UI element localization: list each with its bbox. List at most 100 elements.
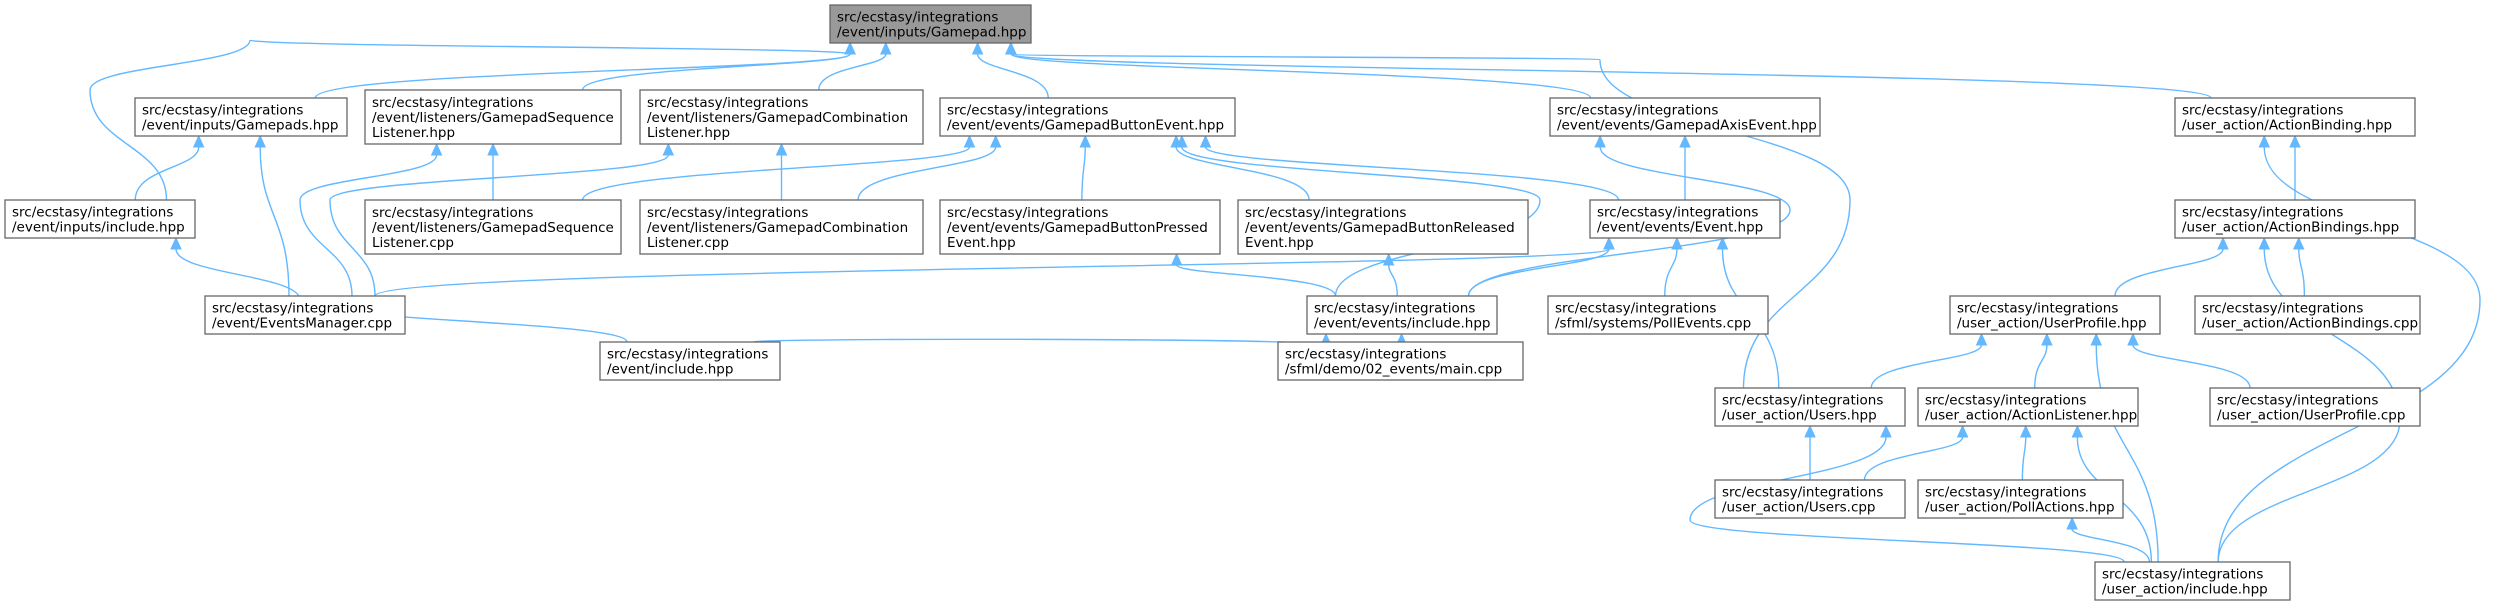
node-box [1714,479,1906,519]
node-label-line: src/ecstasy/integrations [2102,567,2263,583]
edge-axis-event-hpp-to-gamepad-hpp [1010,53,1592,99]
node-label-line: /event/inputs/Gamepad.hpp [837,25,1026,41]
node-action-binding-hpp[interactable]: src/ecstasy/integrations/user_action/Act… [2174,97,2416,137]
edge-action-listener-hpp-to-user-profile-hpp [2034,344,2048,389]
edge-user-action-include-hpp-to-poll-actions-hpp [2071,528,2151,563]
node-label-line: /user_action/ActionBinding.hpp [2182,118,2392,134]
edge-seq-listener-hpp-to-gamepad-hpp [581,53,851,91]
node-box [364,89,622,145]
node-label-line: src/ecstasy/integrations [2182,205,2343,221]
node-label-line: Event.hpp [947,235,1016,251]
node-action-listener-hpp[interactable]: src/ecstasy/integrations/user_action/Act… [1917,387,2139,427]
node-poll-events-cpp[interactable]: src/ecstasy/integrations/sfml/systems/Po… [1547,295,1769,335]
node-box [2174,199,2416,239]
node-label-line: /user_action/ActionBindings.hpp [2182,220,2399,236]
edge-arrowhead [170,236,182,250]
edge-seq-listener-cpp-to-button-event-hpp [581,146,971,201]
edge-user-action-include-hpp-to-user-profile-hpp [2095,344,2159,563]
edge-user-action-include-hpp-to-users-hpp [1689,436,2125,563]
edge-arrowhead [775,142,788,156]
node-gamepad-hpp[interactable]: src/ecstasy/integrations/event/inputs/Ga… [829,4,1032,44]
edge-arrowhead [1594,134,1606,148]
node-user-profile-cpp[interactable]: src/ecstasy/integrations/user_action/Use… [2209,387,2421,427]
node-box [1917,479,2124,519]
node-events-include-hpp[interactable]: src/ecstasy/integrations/event/events/in… [1306,295,1498,335]
edge-arrowhead [2019,424,2032,438]
edge-events-include-hpp-to-axis-event-hpp [1467,146,1791,297]
node-action-bindings-cpp[interactable]: src/ecstasy/integrations/user_action/Act… [2194,295,2421,335]
edge-events-include-hpp-to-pressed-event-hpp [1175,264,1337,297]
node-seq-listener-cpp[interactable]: src/ecstasy/integrations/event/listeners… [364,199,622,255]
node-label-line: src/ecstasy/integrations [2217,393,2378,409]
node-box [1547,295,1769,335]
edge-arrowhead [1975,332,1988,346]
node-events-manager-cpp[interactable]: src/ecstasy/integrations/event/EventsMan… [204,295,406,335]
node-label-line: src/ecstasy/integrations [1925,485,2086,501]
node-box [1949,295,2161,335]
node-label-line: /sfml/demo/02_events/main.cpp [1285,362,1502,378]
node-label-line: src/ecstasy/integrations [1957,301,2118,317]
edge-arrowhead [2258,236,2271,250]
edge-poll-events-cpp-to-event-hpp [1664,248,1678,297]
node-label-line: src/ecstasy/integrations [1722,485,1883,501]
node-box [1306,295,1498,335]
edge-arrowhead [430,142,443,156]
node-released-event-hpp[interactable]: src/ecstasy/integrations/event/events/Ga… [1237,199,1529,255]
nodes-layer: src/ecstasy/integrations/event/inputs/Ga… [4,4,2421,601]
node-label-line: Listener.cpp [647,235,729,251]
node-box [1549,97,1821,137]
node-demo-main-cpp[interactable]: src/ecstasy/integrations/sfml/demo/02_ev… [1277,341,1524,381]
edge-arrowhead [1176,134,1188,148]
node-label-line: src/ecstasy/integrations [2202,301,2363,317]
edge-arrowhead [2289,134,2301,148]
node-inputs-include-hpp[interactable]: src/ecstasy/integrations/event/inputs/in… [4,199,196,239]
node-comb-listener-cpp[interactable]: src/ecstasy/integrations/event/listeners… [639,199,924,255]
node-box [2094,561,2291,601]
node-poll-actions-hpp[interactable]: src/ecstasy/integrations/user_action/Pol… [1917,479,2124,519]
node-seq-listener-hpp[interactable]: src/ecstasy/integrations/event/listeners… [364,89,622,145]
node-box [2174,97,2416,137]
node-label-line: src/ecstasy/integrations [1245,205,1406,221]
node-event-hpp[interactable]: src/ecstasy/integrations/event/events/Ev… [1589,199,1781,239]
node-pressed-event-hpp[interactable]: src/ecstasy/integrations/event/events/Ga… [939,199,1221,255]
node-label-line: /event/listeners/GamepadCombination [647,110,908,126]
node-axis-event-hpp[interactable]: src/ecstasy/integrations/event/events/Ga… [1549,97,1821,137]
edge-inputs-include-hpp-to-gamepad-hpp [89,39,851,201]
edge-arrowhead [989,134,1002,148]
node-label-line: /event/events/GamepadButtonPressed [947,220,1208,236]
edge-event-hpp-to-button-event-hpp [1204,146,1620,201]
node-comb-listener-hpp[interactable]: src/ecstasy/integrations/event/listeners… [639,89,924,145]
edge-arrowhead [2292,236,2305,250]
node-user-profile-hpp[interactable]: src/ecstasy/integrations/user_action/Use… [1949,295,2161,335]
edge-comb-listener-hpp-to-gamepad-hpp [818,53,887,91]
node-gamepads-hpp[interactable]: src/ecstasy/integrations/event/inputs/Ga… [134,97,348,137]
node-users-cpp[interactable]: src/ecstasy/integrations/user_action/Use… [1714,479,1906,519]
edge-arrowhead [1956,424,1969,438]
node-label-line: src/ecstasy/integrations [372,205,533,221]
edge-arrowhead [192,134,205,148]
node-label-line: /event/events/GamepadButtonEvent.hpp [947,118,1224,134]
node-label-line: /event/events/GamepadAxisEvent.hpp [1557,118,1817,134]
node-button-event-hpp[interactable]: src/ecstasy/integrations/event/events/Ga… [939,97,1236,137]
node-label-line: src/ecstasy/integrations [947,103,1108,119]
node-label-line: /user_action/Users.hpp [1722,408,1877,424]
node-box [364,199,622,255]
node-box [939,199,1221,255]
edge-arrowhead [963,134,976,148]
node-label-line: src/ecstasy/integrations [2182,103,2343,119]
node-label-line: /user_action/Users.cpp [1722,500,1876,516]
node-user-action-include-hpp[interactable]: src/ecstasy/integrations/user_action/inc… [2094,561,2291,601]
edge-arrowhead [2258,134,2271,148]
edge-events-manager-cpp-to-seq-listener-hpp [299,154,438,297]
node-label-line: /user_action/UserProfile.hpp [1957,316,2147,332]
node-label-line: /user_action/ActionListener.hpp [1925,408,2137,424]
edge-poll-actions-hpp-to-action-listener-hpp [2021,436,2027,481]
edge-arrowhead [1005,41,1017,55]
node-action-bindings-hpp[interactable]: src/ecstasy/integrations/user_action/Act… [2174,199,2416,239]
node-event-include-hpp[interactable]: src/ecstasy/integrations/event/include.h… [599,341,781,381]
edge-events-manager-cpp-to-event-hpp [374,248,1610,297]
edge-button-event-hpp-to-gamepad-hpp [976,53,1049,99]
edge-events-include-hpp-to-released-event-hpp [1388,264,1398,297]
node-users-hpp[interactable]: src/ecstasy/integrations/user_action/Use… [1714,387,1906,427]
